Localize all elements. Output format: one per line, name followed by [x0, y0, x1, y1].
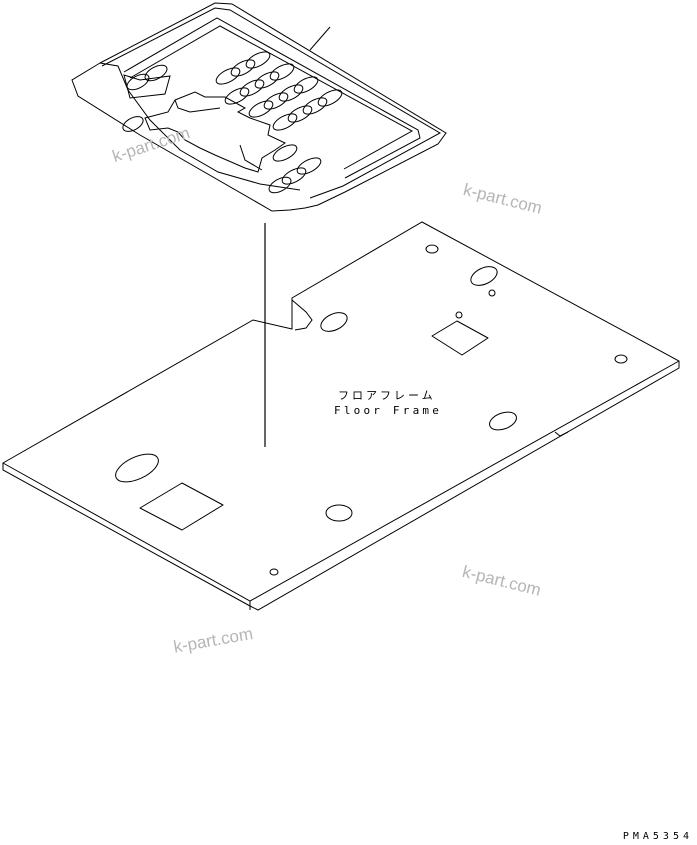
- floor-frame: [2, 221, 680, 611]
- drawing-code: PMA5354: [622, 831, 693, 842]
- mat-leader-line: [309, 26, 331, 51]
- part-label-jp: フロアフレーム: [338, 389, 436, 402]
- floor-mat: [71, 2, 447, 212]
- part-label-en: Floor Frame: [334, 404, 443, 417]
- mat-pad-grid: [215, 51, 343, 194]
